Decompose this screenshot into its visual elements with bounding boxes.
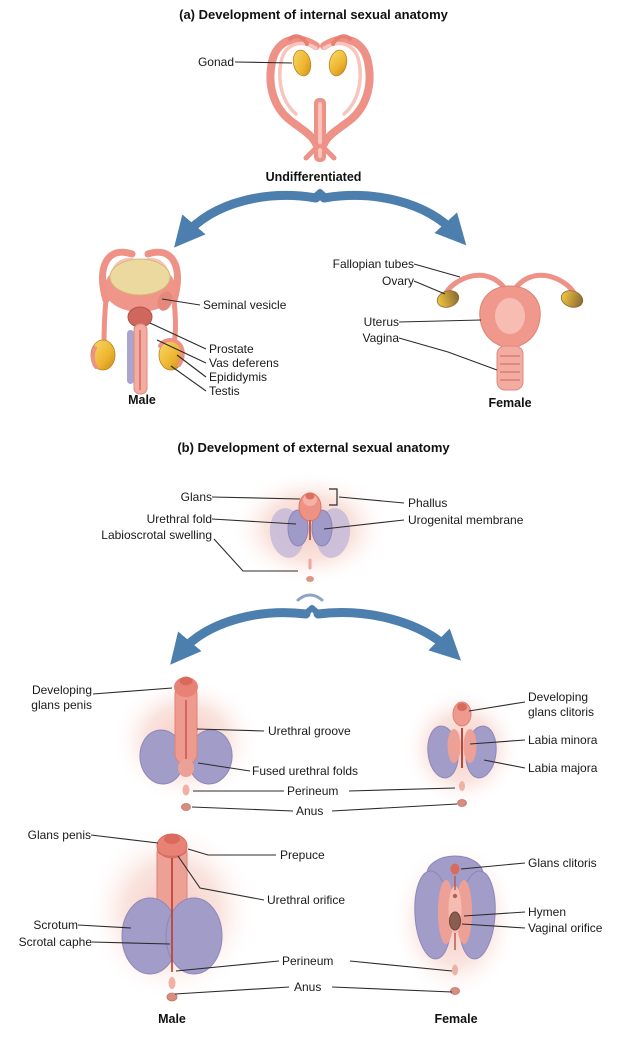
urethral-fold-left: [287, 509, 309, 547]
vagina-shape: [496, 345, 524, 391]
undifferentiated-internal-illustration: [266, 34, 374, 162]
scrotum-right: [165, 897, 223, 975]
caption-undifferentiated: Undifferentiated: [265, 170, 362, 184]
label-labia-minora: Labia minora: [528, 733, 598, 747]
epididymis-shape: [158, 338, 185, 367]
label-glans-clitoris: Glans clitoris: [528, 856, 597, 870]
label-prostate: Prostate: [209, 342, 254, 356]
label-scrotal-raphe: Scrotal caphe: [18, 935, 92, 949]
bladder: [109, 258, 171, 296]
label-vas-deferens: Vas deferens: [209, 356, 279, 370]
label-labioscrotal-swelling: Labioscrotal swelling: [101, 528, 212, 542]
anus-shape: [181, 803, 191, 811]
female-internal-illustration: [436, 272, 584, 391]
label-labia-majora: Labia majora: [528, 761, 598, 775]
gonad-left: [292, 49, 312, 77]
label-urethral-fold: Urethral fold: [146, 512, 212, 526]
labia-minora-right: [463, 729, 477, 763]
label-epididymis: Epididymis: [209, 370, 268, 384]
label-phallus: Phallus: [408, 496, 448, 510]
label-vaginal-orifice: Vaginal orifice: [528, 921, 603, 935]
label-glans-penis: Glans penis: [27, 828, 91, 842]
label-ovary: Ovary: [381, 274, 414, 288]
anus-shape: [450, 987, 460, 995]
label-urogenital-membrane: Urogenital membrane: [408, 513, 524, 527]
label-fallopian-tubes: Fallopian tubes: [332, 257, 414, 271]
label-developing-glans-penis: Developing glans penis: [31, 683, 92, 712]
label-prepuce: Prepuce: [280, 848, 325, 862]
final-male-illustration: [86, 822, 258, 1002]
label-scrotum: Scrotum: [33, 918, 78, 932]
intermediate-female-illustration: [402, 688, 522, 808]
section-a-title: (a) Development of internal sexual anato…: [179, 7, 448, 22]
anus-shape: [166, 992, 178, 1002]
labia-minora-left: [447, 729, 461, 763]
divergence-arrows-internal: [174, 189, 467, 248]
label-perineum-bottom: Perineum: [282, 954, 334, 968]
ovary-left: [436, 290, 460, 308]
urethral-orifice-shape: [452, 893, 458, 899]
leader-lines: [77, 61, 526, 995]
caption-female-external: Female: [434, 1012, 478, 1026]
label-uterus: Uterus: [363, 315, 399, 329]
label-glans: Glans: [180, 490, 212, 504]
male-internal-illustration: [90, 248, 185, 395]
label-vagina: Vagina: [362, 331, 399, 345]
ovary-right: [560, 290, 584, 308]
label-hymen: Hymen: [528, 905, 567, 919]
label-anus-mid: Anus: [296, 804, 324, 818]
section-b-title: (b) Development of external sexual anato…: [177, 440, 450, 455]
gonad-right: [328, 49, 348, 77]
label-urethral-orifice: Urethral orifice: [267, 893, 346, 907]
undifferentiated-external-illustration: [230, 470, 390, 586]
caption-male-internal: Male: [128, 393, 156, 407]
phallus-bracket: [329, 488, 338, 506]
label-seminal-vesicle: Seminal vesicle: [203, 298, 287, 312]
glans-clitoris-shape: [450, 863, 460, 875]
label-urethral-groove: Urethral groove: [268, 724, 351, 738]
label-gonad: Gonad: [197, 55, 234, 69]
label-perineum-mid: Perineum: [287, 784, 339, 798]
divergence-arrows-external: [170, 593, 462, 665]
vaginal-orifice-shape: [449, 911, 461, 931]
intermediate-male-illustration: [112, 676, 260, 811]
label-developing-glans-clitoris: Developing glans clitoris: [528, 690, 595, 719]
anus-shape: [457, 799, 467, 807]
label-anus-bottom: Anus: [294, 980, 322, 994]
label-fused-urethral-folds: Fused urethral folds: [252, 764, 359, 778]
label-testis: Testis: [209, 384, 240, 398]
final-female-illustration: [391, 840, 519, 1000]
caption-female-internal: Female: [488, 396, 532, 410]
caption-male-external: Male: [158, 1012, 186, 1026]
seminal-vesicle-shape: [157, 291, 173, 311]
